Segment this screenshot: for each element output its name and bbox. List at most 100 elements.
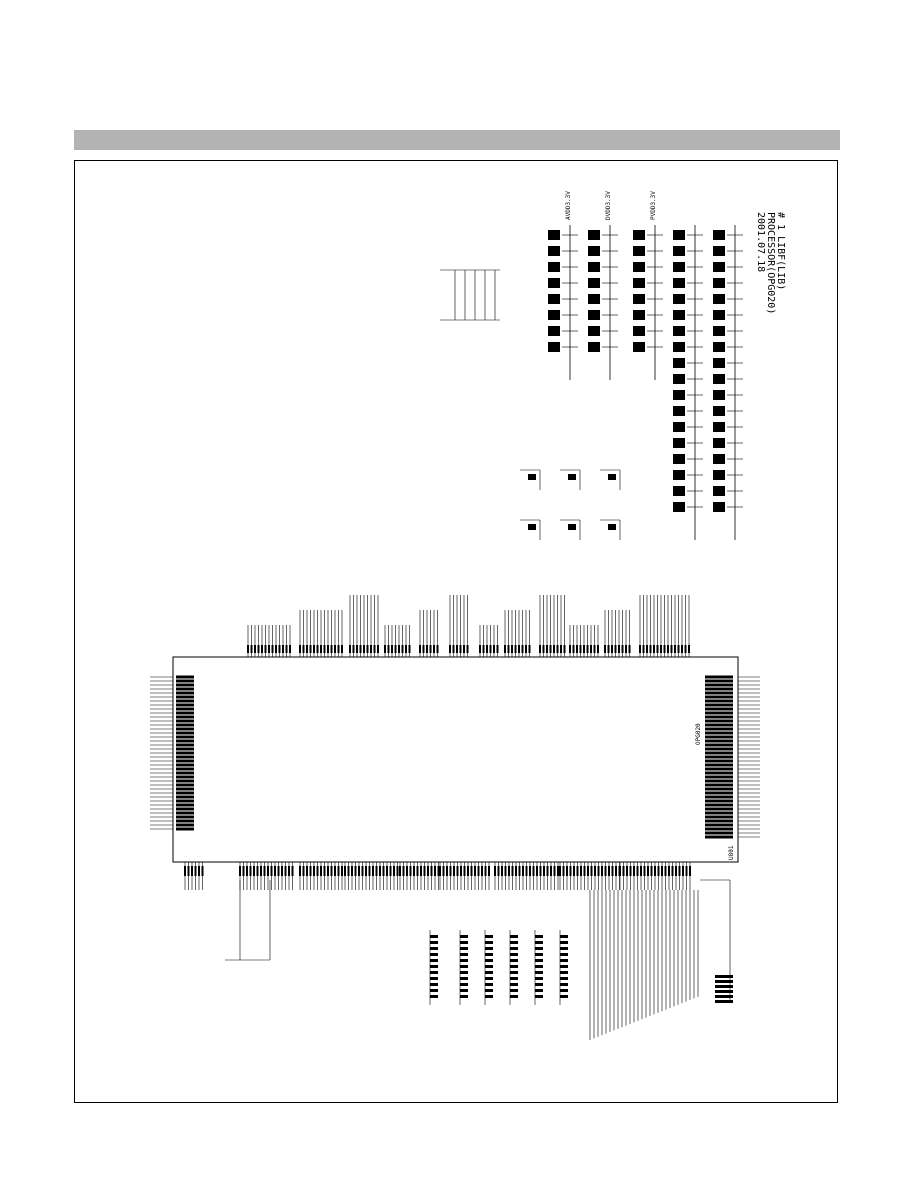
top-pin-label-block <box>449 645 451 653</box>
left-pin-label-block <box>176 691 194 695</box>
bottom-pin-label-block <box>484 866 487 876</box>
left-pin-label-block <box>176 799 194 803</box>
bottom-pin-label-block <box>399 866 401 876</box>
connector-pin-block <box>430 941 438 944</box>
top-pin-label-block <box>639 645 641 653</box>
bottom-pin-label-block <box>327 866 329 876</box>
bottom-pin-label-block <box>477 866 480 876</box>
connector-pin-block <box>535 971 543 974</box>
bottom-pin-label-block <box>611 866 614 876</box>
right-pin-label-block <box>705 751 733 755</box>
bottom-pin-label-block <box>187 866 190 876</box>
right-pin-label-block <box>705 703 733 707</box>
top-pin-label-block <box>459 645 462 653</box>
left-pin-label-block <box>176 747 194 751</box>
bus-terminal-block <box>715 995 733 998</box>
cap-label-block <box>548 262 560 272</box>
right-pin-label-block <box>705 691 733 695</box>
bottom-pin-label-block <box>661 866 663 876</box>
top-pin-label-block <box>688 645 690 653</box>
top-pin-label-block <box>250 645 253 653</box>
bottom-pin-label-block <box>396 866 399 876</box>
top-pin-label-block <box>261 645 263 653</box>
cap-label-block <box>673 230 685 240</box>
top-pin-label-block <box>323 645 326 653</box>
left-pin-label-block <box>176 679 194 683</box>
top-pin-label-block <box>614 645 617 653</box>
right-pin-label-block <box>705 795 733 799</box>
left-pin-label-block <box>176 783 194 787</box>
top-pin-label-block <box>384 645 386 653</box>
bottom-pin-label-block <box>657 866 660 876</box>
bus-terminal-block <box>715 980 733 983</box>
left-pin-label-block <box>176 807 194 811</box>
bottom-pin-label-block <box>344 866 346 876</box>
top-pin-label-block <box>507 645 510 653</box>
right-pin-label-block <box>705 787 733 791</box>
bottom-pin-label-block <box>460 866 462 876</box>
bottom-pin-label-block <box>351 866 353 876</box>
top-pin-label-block <box>542 645 545 653</box>
connector-pin-block <box>460 953 468 956</box>
right-pin-label-block <box>705 727 733 731</box>
bottom-pin-label-block <box>553 866 556 876</box>
connector-pin-block <box>485 989 493 992</box>
connector-pin-block <box>535 935 543 938</box>
top-pin-label-block <box>593 645 596 653</box>
bottom-pin-label-block <box>453 866 455 876</box>
top-pin-label-block <box>309 645 312 653</box>
connector-pin-block <box>535 977 543 980</box>
top-pin-label-block <box>436 645 439 653</box>
connector-pin-block <box>535 983 543 986</box>
cap-label-block <box>713 230 725 240</box>
bottom-pin-label-block <box>313 866 315 876</box>
bottom-pin-label-block <box>409 866 412 876</box>
right-pin-label-block <box>705 687 733 691</box>
bottom-pin-label-block <box>198 866 200 876</box>
bottom-pin-label-block <box>689 866 691 876</box>
cap-label-block <box>633 230 645 240</box>
top-pin-label-block <box>489 645 492 653</box>
top-pin-label-block <box>456 645 458 653</box>
bottom-pin-label-block <box>470 866 473 876</box>
top-pin-label-block <box>352 645 355 653</box>
left-pin-label-block <box>176 743 194 747</box>
top-pin-label-block <box>625 645 627 653</box>
left-pin-label-block <box>176 787 194 791</box>
cap-label-block <box>673 454 685 464</box>
cap-label-block <box>673 438 685 448</box>
top-pin-label-block <box>363 645 365 653</box>
top-pin-label-block <box>398 645 400 653</box>
bottom-pin-label-block <box>389 866 392 876</box>
connector-pin-block <box>510 989 518 992</box>
cap-label-block <box>633 326 645 336</box>
left-pin-label-block <box>176 723 194 727</box>
cap-label-block <box>673 326 685 336</box>
left-pin-label-block <box>176 683 194 687</box>
right-pin-label-block <box>705 823 733 827</box>
top-pin-label-block <box>646 645 648 653</box>
connector-pin-block <box>460 995 468 998</box>
top-pin-label-block <box>667 645 669 653</box>
top-pin-label-block <box>556 645 559 653</box>
top-pin-label-block <box>320 645 322 653</box>
bottom-pin-label-block <box>664 866 667 876</box>
bus-terminal-block <box>715 990 733 993</box>
bottom-pin-label-block <box>239 866 241 876</box>
right-pin-label-block <box>705 719 733 723</box>
bottom-pin-label-block <box>249 866 252 876</box>
bottom-pin-label-block <box>590 866 593 876</box>
top-pin-label-block <box>313 645 315 653</box>
connector-pin-block <box>510 935 518 938</box>
cap-label-block <box>713 438 725 448</box>
title-line-3: 2001.07.18 <box>755 212 766 272</box>
top-pin-label-block <box>642 645 645 653</box>
connector-pin-block <box>430 977 438 980</box>
right-pin-label-block <box>705 783 733 787</box>
switch-body <box>608 474 616 480</box>
bottom-pin-label-block <box>427 866 429 876</box>
cap-label-block <box>588 262 600 272</box>
schematic-frame <box>74 160 838 1103</box>
cap-label-block <box>713 278 725 288</box>
top-pin-label-block <box>373 645 376 653</box>
